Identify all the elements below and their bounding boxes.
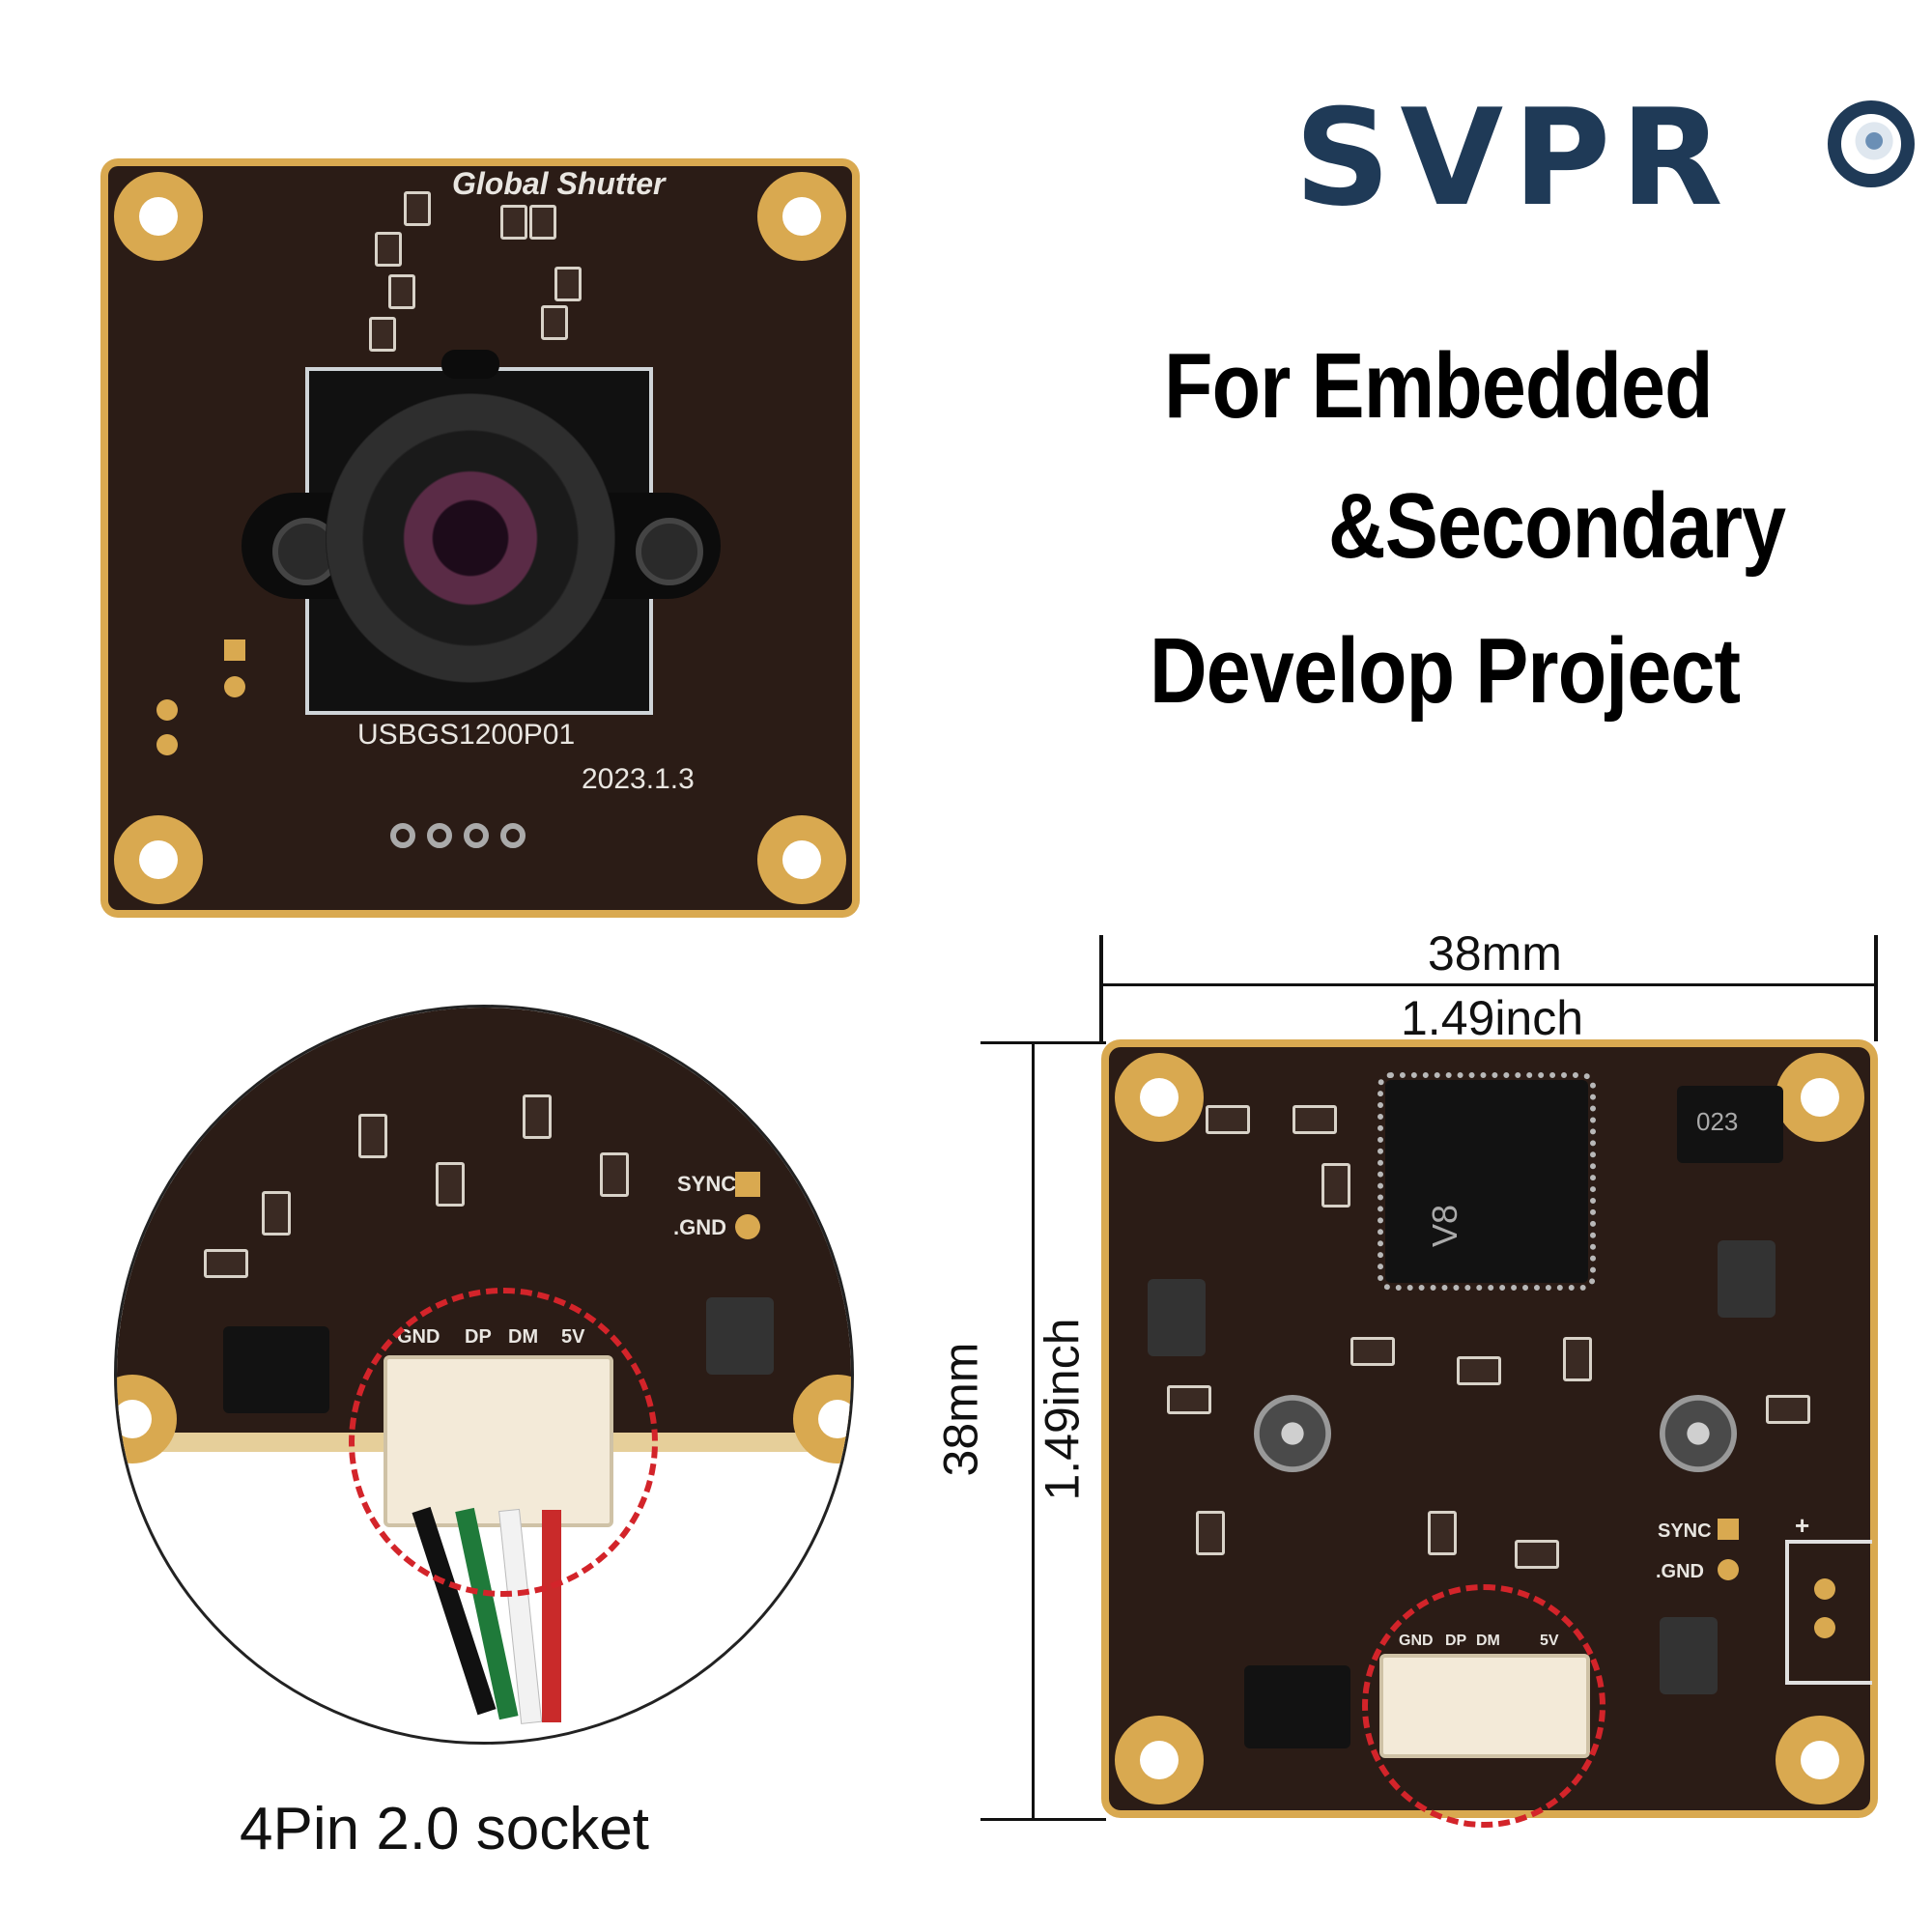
smd-component — [204, 1249, 248, 1278]
diode — [706, 1297, 774, 1375]
ic-chip: 023 — [1677, 1086, 1783, 1163]
gnd-label: .GND — [673, 1215, 726, 1239]
dimension-tick — [1099, 935, 1103, 1041]
smd-component — [1196, 1511, 1225, 1555]
sync-label: SYNC — [1658, 1520, 1712, 1542]
front-camera-board: Global Shutter USBGS1200P01 2023.1.3 — [108, 166, 852, 910]
diode — [1660, 1617, 1718, 1694]
ic-chip — [1244, 1665, 1350, 1748]
mount-hole — [757, 172, 846, 261]
pin-hole — [427, 823, 452, 848]
solder-pad — [1718, 1559, 1739, 1580]
width-inch-label: 1.49inch — [1401, 991, 1584, 1045]
diode — [1148, 1279, 1206, 1356]
highlight-dashed-circle — [349, 1288, 658, 1597]
solder-pad — [224, 639, 245, 661]
smd-component — [1515, 1540, 1559, 1569]
mount-hole — [1776, 1716, 1864, 1804]
smd-component — [1321, 1163, 1350, 1208]
smd-component — [358, 1114, 387, 1158]
solder-pad — [735, 1172, 760, 1197]
lens-ring-icon — [1828, 100, 1915, 187]
dimension-tick — [980, 1041, 1106, 1044]
smd-component — [388, 274, 415, 309]
mount-hole — [117, 1375, 177, 1463]
height-inch-label: 1.49inch — [1035, 1318, 1090, 1501]
mount-hole — [757, 815, 846, 904]
smd-component — [1206, 1105, 1250, 1134]
smd-component — [404, 191, 431, 226]
solder-pad — [1814, 1578, 1835, 1600]
mount-hole — [1115, 1716, 1204, 1804]
camera-lens — [326, 393, 615, 683]
solder-pad — [1718, 1519, 1739, 1540]
main-processor-chip: V8 — [1378, 1072, 1596, 1291]
sync-label: SYNC — [677, 1172, 737, 1196]
smd-component — [523, 1094, 552, 1139]
connector-detail-circle: SYNC .GND GND DP DM 5V — [114, 1005, 854, 1745]
smd-component — [1293, 1105, 1337, 1134]
mount-hole — [1776, 1053, 1864, 1142]
dimension-tick — [1874, 935, 1878, 1041]
ic-label: 023 — [1696, 1107, 1739, 1136]
pin-hole — [500, 823, 526, 848]
headline-line-3: Develop Project — [1150, 619, 1741, 723]
smd-component — [1563, 1337, 1592, 1381]
mount-hole — [1115, 1053, 1204, 1142]
pin-hole — [464, 823, 489, 848]
lens-tab — [441, 350, 499, 379]
smd-component — [1457, 1356, 1501, 1385]
dimension-tick — [980, 1818, 1106, 1821]
highlight-dashed-circle — [1362, 1584, 1605, 1828]
smd-component — [600, 1152, 629, 1197]
solder-pad — [156, 699, 178, 721]
smd-component — [1428, 1511, 1457, 1555]
smd-component — [1167, 1385, 1211, 1414]
pin-hole — [390, 823, 415, 848]
smd-component — [1350, 1337, 1395, 1366]
polarity-box — [1785, 1540, 1872, 1685]
smd-component — [529, 205, 556, 240]
global-shutter-label: Global Shutter — [452, 166, 666, 201]
chip-label: V8 — [1425, 1204, 1465, 1248]
height-mm-label: 38mm — [933, 1342, 988, 1477]
socket-caption: 4Pin 2.0 socket — [240, 1796, 649, 1862]
height-dimension-line — [1032, 1041, 1035, 1821]
smd-component — [369, 317, 396, 352]
width-dimension-line — [1099, 983, 1878, 986]
ic-chip — [223, 1326, 329, 1413]
smd-component — [500, 205, 527, 240]
headline-line-2: &Secondary — [1328, 474, 1786, 578]
solder-pad — [156, 734, 178, 755]
brand-logo-text: SVPR — [1294, 80, 1733, 236]
mount-hole — [114, 172, 203, 261]
solder-pad — [735, 1214, 760, 1239]
mount-hole — [114, 815, 203, 904]
solder-pad — [1814, 1617, 1835, 1638]
solder-pad — [224, 676, 245, 697]
polarity-label: + — [1795, 1511, 1810, 1540]
headline-line-1: For Embedded — [1164, 334, 1714, 438]
smd-component — [375, 232, 402, 267]
rear-camera-board: V8 023 SYNC .GND + GND DP DM 5V — [1109, 1047, 1872, 1828]
smd-component — [541, 305, 568, 340]
smd-component — [262, 1191, 291, 1236]
gnd-label: .GND — [1656, 1561, 1704, 1582]
smd-component — [436, 1162, 465, 1207]
screw — [1660, 1395, 1737, 1472]
diode — [1718, 1240, 1776, 1318]
smd-component — [554, 267, 582, 301]
flange-screw-hole — [636, 518, 703, 585]
screw — [1254, 1395, 1331, 1472]
date-code: 2023.1.3 — [582, 763, 695, 795]
model-number: USBGS1200P01 — [357, 719, 576, 751]
smd-component — [1766, 1395, 1810, 1424]
width-mm-label: 38mm — [1428, 926, 1562, 980]
